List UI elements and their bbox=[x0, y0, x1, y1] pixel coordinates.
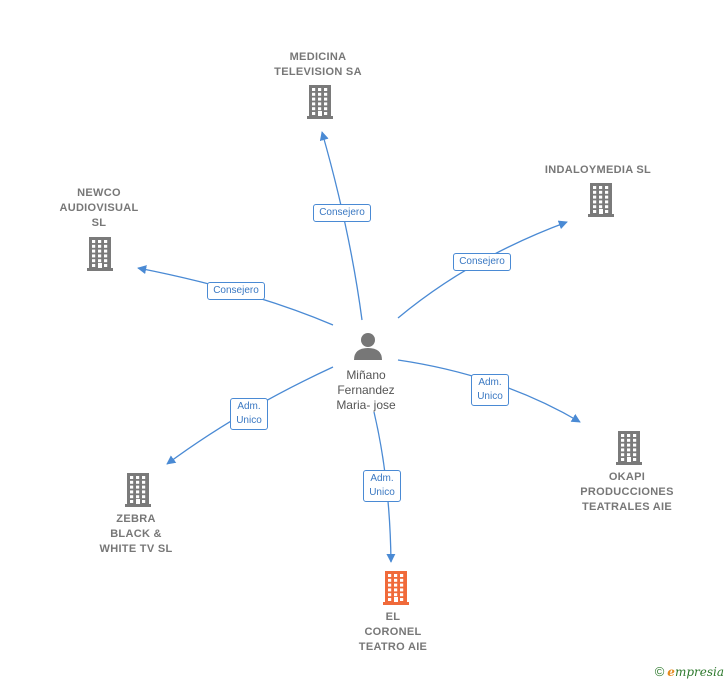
company-label-indaloy[interactable]: INDALOYMEDIA SL bbox=[544, 164, 652, 176]
building-icon-coronel bbox=[383, 571, 409, 605]
building-icon-medicina bbox=[307, 85, 333, 119]
edge-to-medicina bbox=[319, 131, 363, 321]
edge-label-indaloy[interactable]: Consejero bbox=[453, 253, 511, 271]
brand-logo-text: mpresia bbox=[674, 665, 724, 679]
edge-label-zebra[interactable]: Adm. Unico bbox=[230, 398, 268, 430]
brand-logo-e: e bbox=[667, 665, 675, 679]
building-icon-newco bbox=[87, 237, 113, 271]
company-label-medicina[interactable]: MEDICINA TELEVISION SA bbox=[274, 51, 362, 78]
empresia-watermark[interactable]: ©empresia bbox=[655, 664, 724, 679]
edge-label-okapi[interactable]: Adm. Unico bbox=[471, 374, 509, 406]
company-label-coronel[interactable]: EL CORONEL TEATRO AIE bbox=[358, 611, 428, 653]
person-name-label[interactable]: Miñano Fernandez Maria- jose bbox=[336, 368, 396, 412]
company-label-newco[interactable]: NEWCO AUDIOVISUAL SL bbox=[59, 187, 139, 229]
company-label-zebra[interactable]: ZEBRA BLACK & WHITE TV SL bbox=[99, 513, 173, 555]
edge-label-coronel[interactable]: Adm. Unico bbox=[363, 470, 401, 502]
building-icon-indaloy bbox=[588, 183, 614, 217]
building-icon-okapi bbox=[616, 431, 642, 465]
edge-label-newco[interactable]: Consejero bbox=[207, 282, 265, 300]
edge-label-medicina[interactable]: Consejero bbox=[313, 204, 371, 222]
building-icon-zebra bbox=[125, 473, 151, 507]
copyright-symbol: © bbox=[654, 664, 665, 679]
person-icon bbox=[354, 333, 382, 360]
company-label-okapi[interactable]: OKAPI PRODUCCIONES TEATRALES AIE bbox=[580, 471, 674, 513]
